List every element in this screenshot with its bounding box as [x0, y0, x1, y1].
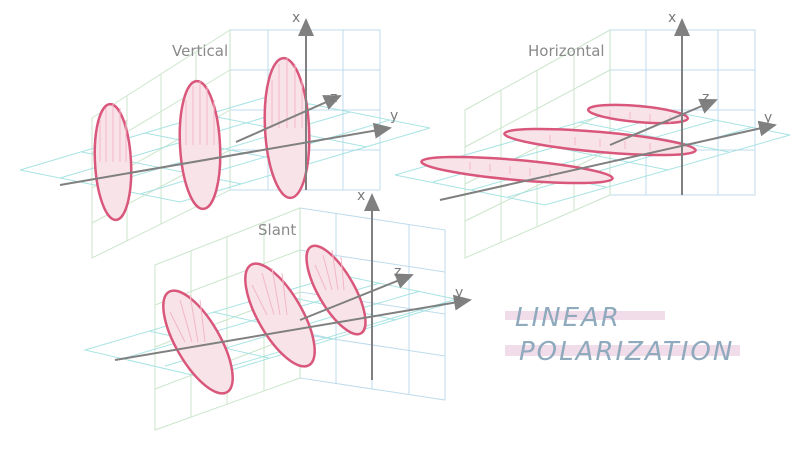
- vertical-label: Vertical: [172, 42, 228, 60]
- vertical-wave: [93, 56, 311, 222]
- horizontal-x-axis-label: x: [668, 10, 676, 26]
- horizontal-y-axis-label: y: [764, 110, 772, 126]
- slant-y-axis: [114, 294, 472, 361]
- horizontal-horizontal-plane-grid: [394, 104, 791, 206]
- horizontal-label: Horizontal: [528, 42, 605, 60]
- vertical-z-axis: [235, 95, 342, 143]
- horizontal-wave-vectors: [469, 110, 671, 178]
- slant-y-axis-label: y: [455, 285, 463, 301]
- horizontal-axes: [439, 18, 777, 201]
- horizontal-z-axis: [609, 98, 718, 146]
- vertical-polarization-diagram: Vertical x y z: [19, 10, 431, 259]
- horizontal-y-axis: [439, 120, 777, 201]
- slant-x-axis-label: x: [357, 188, 365, 204]
- slant-wave-vectors: [169, 249, 345, 343]
- vertical-axes: [59, 18, 392, 190]
- slant-label: Slant: [258, 221, 296, 239]
- vertical-z-axis-label: z: [330, 90, 337, 106]
- slant-z-axis-label: z: [394, 264, 401, 280]
- vertical-y-axis-label: y: [390, 108, 398, 124]
- title-highlight-line1: [505, 311, 665, 320]
- horizontal-wave: [420, 103, 697, 185]
- slant-polarization-diagram: Slant x y z: [83, 188, 472, 431]
- vertical-wave-vectors: [99, 58, 303, 162]
- vertical-y-axis: [59, 122, 392, 186]
- vertical-horizontal-plane-grid: [19, 95, 431, 203]
- title-block: LINEAR POLARIZATION: [505, 303, 740, 367]
- horizontal-z-axis-label: z: [702, 90, 709, 106]
- slant-z-axis: [299, 273, 414, 321]
- title-highlight-line2: [505, 345, 740, 356]
- vertical-x-axis-label: x: [292, 10, 300, 26]
- horizontal-polarization-diagram: Horizontal x y z: [394, 10, 791, 259]
- title-line-2: POLARIZATION: [519, 337, 734, 367]
- title-line-1: LINEAR: [515, 303, 621, 333]
- slant-axes: [114, 193, 472, 380]
